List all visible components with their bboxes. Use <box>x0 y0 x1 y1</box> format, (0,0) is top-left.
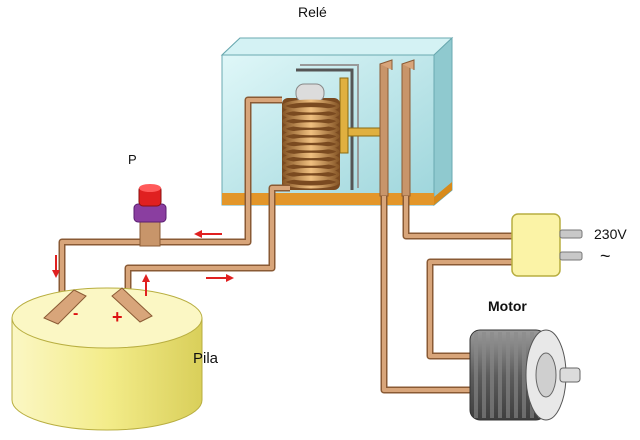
coil-winding <box>282 137 340 151</box>
relay-armature <box>296 64 385 190</box>
battery-terminal-negative <box>43 289 87 325</box>
motor <box>469 329 581 421</box>
switch-label: P <box>128 152 137 167</box>
coil-winding <box>282 114 340 128</box>
battery <box>11 287 203 431</box>
coil-winding <box>282 152 340 166</box>
motor-fin <box>514 332 518 418</box>
battery-terminal-positive <box>111 287 153 323</box>
relay-coil <box>282 83 340 190</box>
arrow-right-icon <box>206 274 234 282</box>
arrow-down-icon <box>52 255 60 278</box>
voltage-label: 230V <box>594 226 627 242</box>
motor-fin <box>522 332 526 418</box>
coil-winding <box>282 175 340 189</box>
motor-fin <box>474 332 478 418</box>
motor-label: Motor <box>488 298 527 314</box>
arrow-left-icon <box>194 230 222 238</box>
arrow-up-icon <box>142 274 150 296</box>
power-plug <box>511 213 583 277</box>
motor-fin <box>506 332 510 418</box>
relay-label: Relé <box>298 4 327 20</box>
push-button-switch <box>133 184 167 247</box>
coil-winding <box>282 167 340 181</box>
plus-label: + <box>112 307 123 327</box>
minus-label: - <box>73 305 79 322</box>
battery-label: Pila <box>193 350 219 367</box>
motor-fin <box>498 332 502 418</box>
motor-fin <box>482 332 486 418</box>
coil-winding <box>282 99 340 113</box>
coil-winding <box>282 122 340 136</box>
current-arrows <box>52 230 234 296</box>
wires <box>58 96 512 394</box>
ac-symbol: ~ <box>600 246 611 266</box>
coil-winding <box>282 160 340 174</box>
coil-winding <box>282 107 340 121</box>
coil-winding <box>282 129 340 143</box>
motor-fin <box>490 332 494 418</box>
coil-winding <box>282 145 340 159</box>
